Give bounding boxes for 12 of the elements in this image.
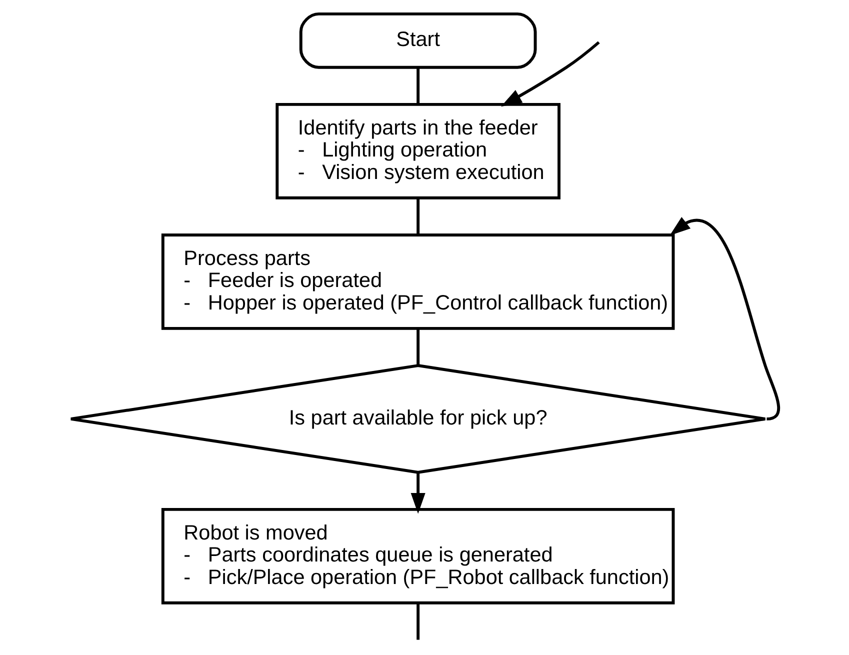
arrow (500, 41, 600, 107)
node-box: Process parts - Feeder is operated - Hopper is operated (PF_Control callback function) (160, 234, 674, 330)
connector (416, 198, 420, 235)
connector (416, 328, 420, 366)
node-diamond: Is part available for pick up? (68, 364, 766, 474)
node-box: Start (298, 12, 536, 69)
connector (416, 68, 420, 104)
node-box: Robot is moved - Parts coordinates queue is generated - Pick/Place operation (PF_Robot callback function) (160, 508, 674, 604)
arrow (669, 216, 780, 420)
connector (416, 603, 420, 640)
node-box: Identify parts in the feeder - Lighting operation - Vision system execution (275, 102, 560, 200)
arrow (410, 472, 425, 514)
